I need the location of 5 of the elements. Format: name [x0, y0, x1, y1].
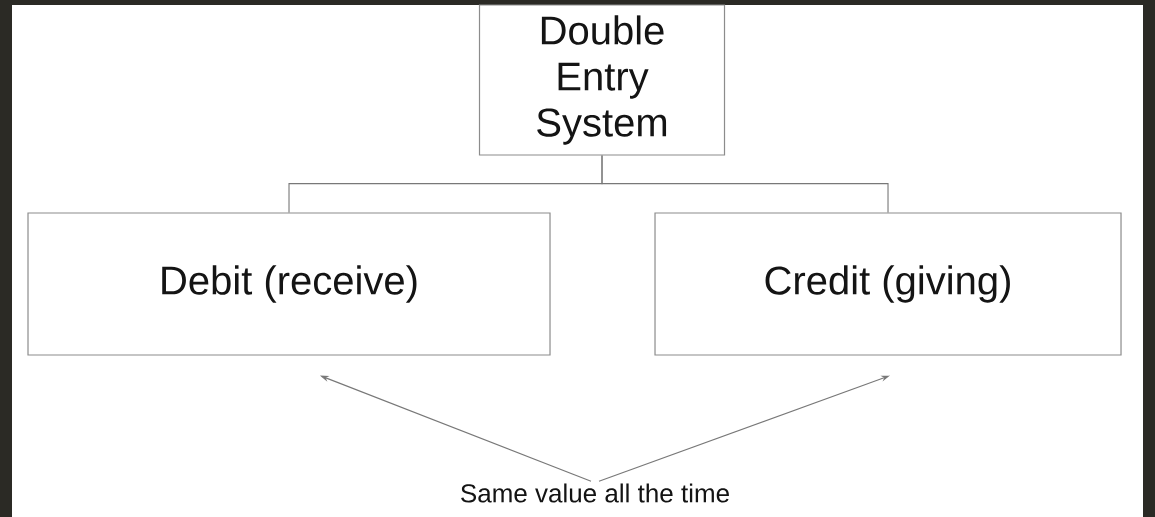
caption-text: Same value all the time: [461, 483, 729, 503]
connector-line: [601, 155, 889, 213]
process-box: Double Entry System: [478, 4, 726, 156]
process-box: Credit (giving): [654, 212, 1122, 356]
process-box: Debit (receive): [27, 212, 551, 356]
